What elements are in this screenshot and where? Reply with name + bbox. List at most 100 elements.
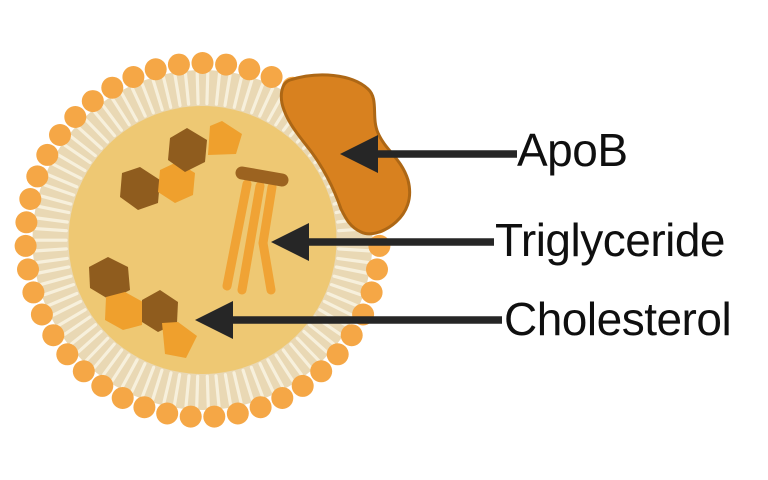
phospholipid-tail <box>332 274 366 286</box>
phospholipid-tail <box>76 329 103 354</box>
phospholipid-tail <box>110 353 131 383</box>
cholesterol-ring-brown <box>120 167 160 210</box>
phospholipid-tail <box>120 92 139 123</box>
fatty-acid-chain <box>237 181 265 295</box>
phospholipid-head <box>291 374 314 397</box>
phospholipid-tail <box>334 265 368 275</box>
phospholipid-tail <box>195 71 200 106</box>
phospholipid-head <box>203 405 226 428</box>
phospholipid-heads <box>14 52 391 428</box>
apob-label: ApoB <box>517 124 628 176</box>
phospholipid-tail <box>120 358 139 389</box>
phospholipid-tail <box>151 78 164 112</box>
phospholipid-tail <box>241 78 254 112</box>
phospholipid-head <box>340 324 363 347</box>
phospholipid-head <box>310 360 333 383</box>
phospholipid-tail <box>47 173 79 189</box>
phospholipid-tail <box>57 308 87 327</box>
fatty-acid-chain <box>258 182 277 295</box>
phospholipid-tail <box>63 315 92 336</box>
phospholipid-tail <box>35 256 69 265</box>
phospholipid-tail <box>39 194 73 206</box>
phospholipid-head <box>64 106 87 128</box>
phospholipid-tail <box>101 348 124 377</box>
phospholipid-head <box>249 396 272 419</box>
phospholipid-head <box>49 124 71 146</box>
cholesterol-icon-upper <box>120 121 242 210</box>
phospholipid-head <box>101 76 124 99</box>
phospholipid-tail <box>249 365 264 398</box>
phospholipid-head <box>366 258 388 281</box>
phospholipid-tail <box>57 153 87 173</box>
phospholipid-tail <box>337 247 371 253</box>
apob-arrowhead <box>340 135 378 173</box>
phospholipid-tail <box>35 216 69 224</box>
phospholipid-tail <box>162 75 173 109</box>
cholesterol-ring-orange <box>158 162 195 203</box>
phospholipid-head <box>179 405 202 428</box>
phospholipid-tail <box>37 204 71 215</box>
cholesterol-icon-lower <box>89 257 197 358</box>
phospholipid-tail <box>274 353 295 383</box>
phospholipid-tail <box>289 342 313 369</box>
phospholipid-tail <box>322 299 354 317</box>
phospholipid-tail <box>141 365 156 398</box>
phospholipid-tail <box>232 371 243 405</box>
apob-arrow <box>340 135 517 173</box>
phospholipid-tail <box>51 162 83 180</box>
phospholipid-head <box>111 387 134 409</box>
phospholipid-tail <box>205 71 210 106</box>
phospholipid-head <box>144 58 167 81</box>
phospholipid-tail <box>130 362 147 393</box>
phospholipid-tail <box>101 104 124 132</box>
triglyceride-arrow <box>271 223 494 261</box>
phospholipid-tail <box>173 73 182 108</box>
phospholipid-head <box>133 396 156 419</box>
phospholipid-tail <box>214 374 221 408</box>
phospholipid-tail <box>37 265 71 275</box>
phospholipid-head <box>326 343 349 366</box>
phospholipid-head <box>15 211 38 234</box>
cholesterol-ring-pentagon <box>208 121 242 155</box>
phospholipid-tail <box>43 183 76 197</box>
phospholipid-head <box>122 66 145 88</box>
phospholipid-tail <box>51 299 83 317</box>
phospholipid-tail <box>43 283 76 297</box>
phospholipid-tail <box>39 274 73 286</box>
phospholipid-head <box>17 258 39 281</box>
phospholipid-head <box>36 143 59 166</box>
phospholipid-tail <box>34 247 68 253</box>
cholesterol-ring-brown <box>168 128 207 172</box>
phospholipid-tail <box>329 283 362 297</box>
phospholipid-head <box>72 360 95 383</box>
phospholipid-tail <box>302 329 329 354</box>
cholesterol-ring-brown <box>142 290 178 332</box>
phospholipid-head <box>22 281 45 304</box>
phospholipid-head <box>271 387 294 409</box>
phospholipid-tail <box>111 97 131 127</box>
phospholipid-tail <box>47 291 79 307</box>
phospholipid-tail <box>84 118 110 144</box>
phospholipid-head <box>368 234 391 257</box>
cholesterol-arrowhead <box>195 301 233 339</box>
phospholipid-tail <box>184 374 191 408</box>
phospholipid-tail <box>223 73 232 108</box>
triglyceride-arrowhead <box>271 223 309 261</box>
phospholipid-tail <box>266 358 285 389</box>
phospholipid-tail <box>241 368 254 401</box>
phospholipid-head <box>360 281 383 304</box>
phospholipid-tail <box>172 373 182 407</box>
phospholipid-head <box>156 402 179 425</box>
cholesterol-ring-brown <box>89 257 130 300</box>
phospholipid-head <box>56 343 79 366</box>
phospholipid-head <box>14 234 37 257</box>
phospholipid-tail <box>63 143 92 165</box>
phospholipid-tail <box>69 323 98 346</box>
fatty-acid-chain <box>222 179 252 291</box>
phospholipid-tail <box>232 75 243 109</box>
annotation-arrows <box>195 135 517 339</box>
phospholipid-head <box>19 188 42 210</box>
phospholipid-tail <box>69 135 97 158</box>
